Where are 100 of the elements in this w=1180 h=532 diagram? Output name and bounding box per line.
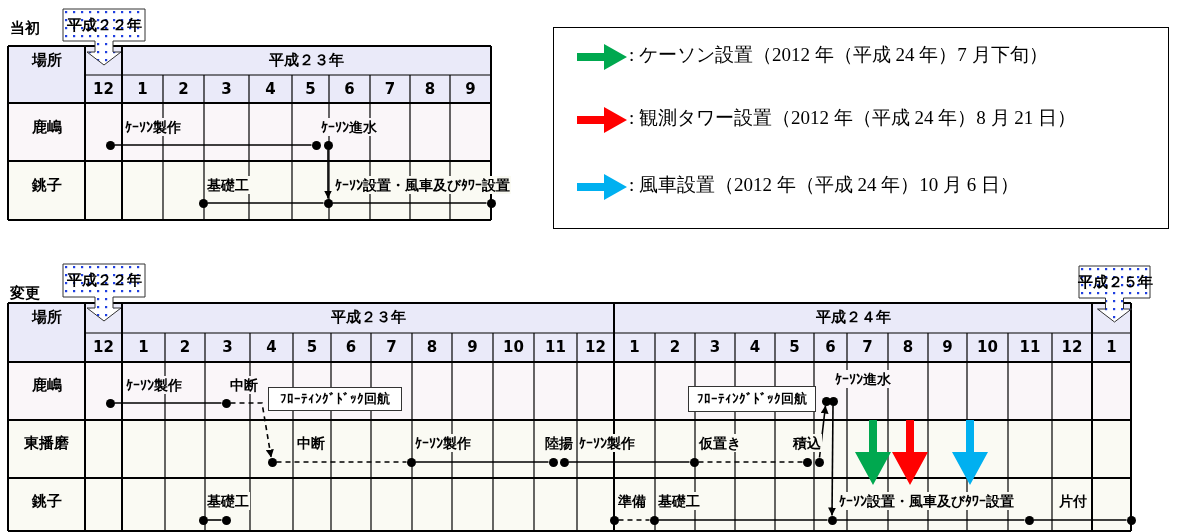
task-label: 基礎工 xyxy=(206,492,250,510)
month-number: 1 xyxy=(136,80,149,98)
place-name: 銚子 xyxy=(30,176,63,194)
month-number: 1 xyxy=(1105,338,1118,356)
task-label: ｹｰｿﾝ設置・風車及びﾀﾜｰ設置 xyxy=(334,176,511,194)
month-number: 4 xyxy=(748,338,762,356)
month-number: 10 xyxy=(502,338,525,356)
month-number: 11 xyxy=(544,338,567,356)
year-header: 平成２３年 xyxy=(268,51,345,69)
month-number: 2 xyxy=(178,338,192,356)
month-number: 8 xyxy=(901,338,915,356)
task-label: 基礎工 xyxy=(657,492,701,510)
month-number: 5 xyxy=(304,80,317,98)
task-label: 準備 xyxy=(617,492,647,510)
milestone-dot xyxy=(267,457,277,467)
schedule-line xyxy=(617,519,651,521)
arrow xyxy=(324,148,332,200)
legend-text: : ケーソン設置（2012 年（平成 24 年）7 月下旬） xyxy=(629,43,1049,67)
arrow xyxy=(828,404,837,517)
schedule-line xyxy=(657,519,829,521)
month-number: 6 xyxy=(344,338,358,356)
milestone-dot xyxy=(828,396,838,406)
milestone-dot xyxy=(1024,515,1034,525)
month-number: 11 xyxy=(1018,338,1042,356)
place-name: 鹿嶋 xyxy=(30,118,63,136)
month-number: 7 xyxy=(383,80,397,98)
month-number: 12 xyxy=(92,80,115,98)
month-number: 6 xyxy=(343,80,356,98)
milestone-dot xyxy=(821,396,831,406)
milestone-dot xyxy=(1126,515,1136,525)
schedule-line xyxy=(567,461,691,463)
milestone-dot xyxy=(609,515,619,525)
month-number: 10 xyxy=(976,338,999,356)
milestone-dot xyxy=(323,198,333,208)
task-label: ｹｰｿﾝ製作 xyxy=(578,434,636,452)
year-callout: 平成２５年 xyxy=(1078,265,1151,323)
month-number: 1 xyxy=(628,338,641,356)
label-box: ﾌﾛｰﾃｨﾝｸﾞﾄﾞｯｸ回航 xyxy=(268,387,402,411)
month-number: 1 xyxy=(137,338,150,356)
year-header: 平成２４年 xyxy=(814,308,892,326)
milestone-dot xyxy=(311,140,321,150)
task-label: ｹｰｿﾝ進水 xyxy=(834,370,892,388)
month-number: 12 xyxy=(584,338,607,356)
schedule-line xyxy=(697,461,804,463)
month-number: 9 xyxy=(464,80,477,98)
milestone-dot xyxy=(105,140,115,150)
month-number: 12 xyxy=(1060,338,1084,356)
month-number: 9 xyxy=(941,338,954,356)
year-callout: 平成２２年 xyxy=(62,263,146,322)
schedule-line xyxy=(113,144,313,146)
place-name: 東播磨 xyxy=(23,434,70,452)
milestone-dot xyxy=(649,515,659,525)
month-number: 4 xyxy=(265,338,278,356)
task-label: 中断 xyxy=(229,376,259,394)
month-number: 5 xyxy=(305,338,319,356)
month-number: 2 xyxy=(177,80,190,98)
task-label: 仮置き xyxy=(698,434,742,452)
month-number: 3 xyxy=(220,80,233,98)
milestone-dot xyxy=(689,457,699,467)
month-number: 3 xyxy=(708,338,722,356)
month-number: 3 xyxy=(221,338,234,356)
schedule-line xyxy=(206,202,325,204)
month-number: 9 xyxy=(466,338,479,356)
task-label: 積込 xyxy=(792,434,822,452)
task-label: 陸揚 xyxy=(544,434,574,452)
schedule-line xyxy=(1032,519,1128,521)
month-number: 12 xyxy=(92,338,115,356)
task-label: ｹｰｿﾝ製作 xyxy=(414,434,472,452)
task-label: ｹｰｿﾝ進水 xyxy=(320,118,378,136)
task-label: 中断 xyxy=(296,434,326,452)
arrow xyxy=(229,402,274,459)
month-number: 7 xyxy=(385,338,398,356)
task-label: 基礎工 xyxy=(206,176,250,194)
milestone-dot xyxy=(198,198,208,208)
milestone-dot xyxy=(221,515,231,525)
milestone-dot xyxy=(814,457,824,467)
schedule-line xyxy=(206,519,223,521)
milestone-dot xyxy=(105,398,115,408)
label-box: ﾌﾛｰﾃｨﾝｸﾞﾄﾞｯｸ回航 xyxy=(688,386,816,412)
legend-text: : 観測タワー設置（2012 年（平成 24 年）8 月 21 日） xyxy=(629,106,1078,130)
milestone-dot xyxy=(323,140,333,150)
month-number: 6 xyxy=(824,338,837,356)
schedule-line xyxy=(113,402,223,404)
column-header: 場所 xyxy=(30,51,63,69)
task-label: ｹｰｿﾝ製作 xyxy=(125,376,183,394)
task-label: ｹｰｿﾝ設置・風車及びﾀﾜｰ設置 xyxy=(838,492,1015,510)
month-number: 2 xyxy=(668,338,682,356)
month-number: 8 xyxy=(423,80,437,98)
schedule-line xyxy=(331,202,488,204)
legend-text: : 風車設置（2012 年（平成 24 年）10 月 6 日） xyxy=(629,173,1021,197)
month-number: 8 xyxy=(425,338,439,356)
milestone-dot xyxy=(548,457,558,467)
milestone-dot xyxy=(559,457,569,467)
month-number: 4 xyxy=(264,80,277,98)
milestone-dot xyxy=(827,515,837,525)
schedule-line xyxy=(275,461,408,463)
milestone-dot xyxy=(486,198,496,208)
milestone-dot xyxy=(406,457,416,467)
place-name: 銚子 xyxy=(30,492,63,510)
section-title: 当初 xyxy=(10,19,40,37)
